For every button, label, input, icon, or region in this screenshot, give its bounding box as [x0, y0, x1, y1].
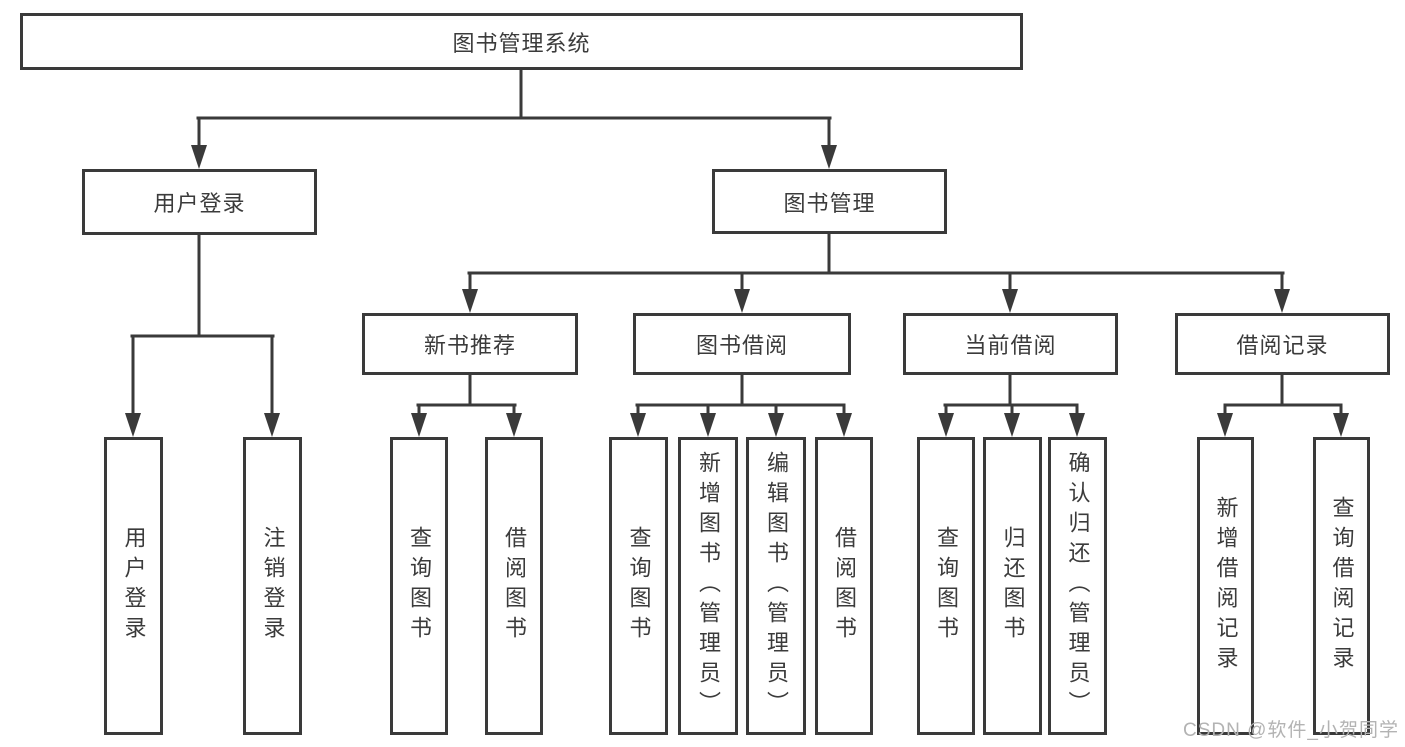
node-new-book-recommend-label: 新书推荐: [423, 333, 516, 358]
node-book-management: 图书管理: [712, 169, 947, 234]
node-logout-label: 注销登录: [260, 526, 286, 646]
node-book-management-label: 图书管理: [783, 190, 876, 216]
node-root-label: 图书管理系统: [452, 30, 591, 56]
node-nb-query-books: 查询图书: [390, 437, 448, 735]
node-user-login-action-label: 用户登录: [121, 526, 147, 646]
node-bb-query-books: 查询图书: [609, 437, 668, 735]
node-cb-query-books: 查询图书: [917, 437, 975, 735]
node-bb-add-books-admin: 新增图书（管理员）: [678, 437, 738, 735]
node-br-query-record-label: 查询借阅记录: [1329, 496, 1355, 676]
node-book-borrow: 图书借阅: [633, 313, 851, 375]
node-borrow-record: 借阅记录: [1175, 313, 1390, 375]
node-bb-borrow-books: 借阅图书: [815, 437, 873, 735]
node-new-book-recommend: 新书推荐: [362, 313, 578, 375]
node-br-query-record: 查询借阅记录: [1313, 437, 1370, 735]
node-user-login: 用户登录: [82, 169, 317, 235]
node-root: 图书管理系统: [20, 13, 1023, 70]
node-br-add-record: 新增借阅记录: [1197, 437, 1254, 735]
node-user-login-label: 用户登录: [153, 191, 246, 216]
node-current-borrow: 当前借阅: [903, 313, 1118, 375]
node-cb-confirm-return-admin: 确认归还（管理员）: [1048, 437, 1107, 735]
node-current-borrow-label: 当前借阅: [964, 333, 1057, 358]
node-book-borrow-label: 图书借阅: [695, 333, 788, 358]
node-cb-query-books-label: 查询图书: [934, 526, 959, 646]
node-bb-query-books-label: 查询图书: [626, 526, 652, 646]
node-borrow-record-label: 借阅记录: [1236, 333, 1329, 358]
arrowheads: [125, 145, 1349, 437]
node-bb-edit-books-admin-label: 编辑图书（管理员）: [764, 451, 789, 721]
node-cb-return-books: 归还图书: [983, 437, 1042, 735]
node-cb-confirm-return-admin-label: 确认归还（管理员）: [1065, 451, 1091, 721]
node-logout: 注销登录: [243, 437, 302, 735]
node-nb-query-books-label: 查询图书: [407, 526, 432, 646]
csdn-watermark: CSDN @软件_小贺同学: [1183, 720, 1399, 741]
node-bb-borrow-books-label: 借阅图书: [832, 526, 857, 646]
node-bb-edit-books-admin: 编辑图书（管理员）: [746, 437, 806, 735]
node-cb-return-books-label: 归还图书: [1000, 526, 1026, 646]
node-nb-borrow-books-label: 借阅图书: [502, 526, 527, 646]
node-bb-add-books-admin-label: 新增图书（管理员）: [696, 451, 721, 721]
node-br-add-record-label: 新增借阅记录: [1213, 496, 1239, 676]
node-user-login-action: 用户登录: [104, 437, 163, 735]
node-nb-borrow-books: 借阅图书: [485, 437, 543, 735]
